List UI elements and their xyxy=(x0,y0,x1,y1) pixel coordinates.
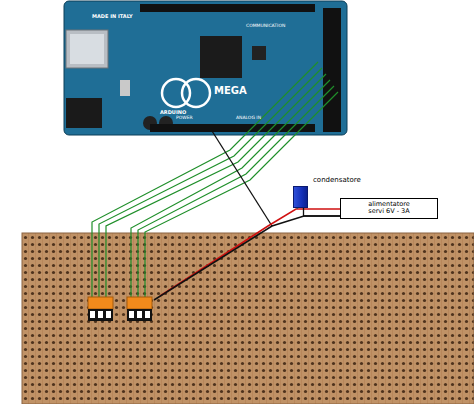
stripboard xyxy=(22,233,474,404)
board-print: MEGA xyxy=(214,86,247,96)
capacitor-wire xyxy=(304,208,341,216)
board-print: POWER xyxy=(176,116,193,121)
capacitor-lead xyxy=(297,208,298,209)
board-print: ANALOG IN xyxy=(236,116,261,121)
board-print: ARDUINO xyxy=(160,110,186,115)
power-supply-box: alimentatore servi 6V - 3A xyxy=(340,198,438,219)
power-supply-label: alimentatore servi 6V - 3A xyxy=(360,201,418,216)
servo-connectors xyxy=(88,297,152,321)
board-print: MADE IN ITALY xyxy=(92,14,133,19)
board-print: COMMUNICATION xyxy=(246,24,285,29)
negative-wire xyxy=(154,216,340,300)
capacitor: condensatore xyxy=(293,186,308,208)
capacitor-lead xyxy=(296,208,297,209)
capacitor-label: condensatore xyxy=(313,177,361,184)
signal-wires xyxy=(92,62,338,300)
gnd-wire xyxy=(212,131,272,226)
positive-wire xyxy=(160,209,340,296)
